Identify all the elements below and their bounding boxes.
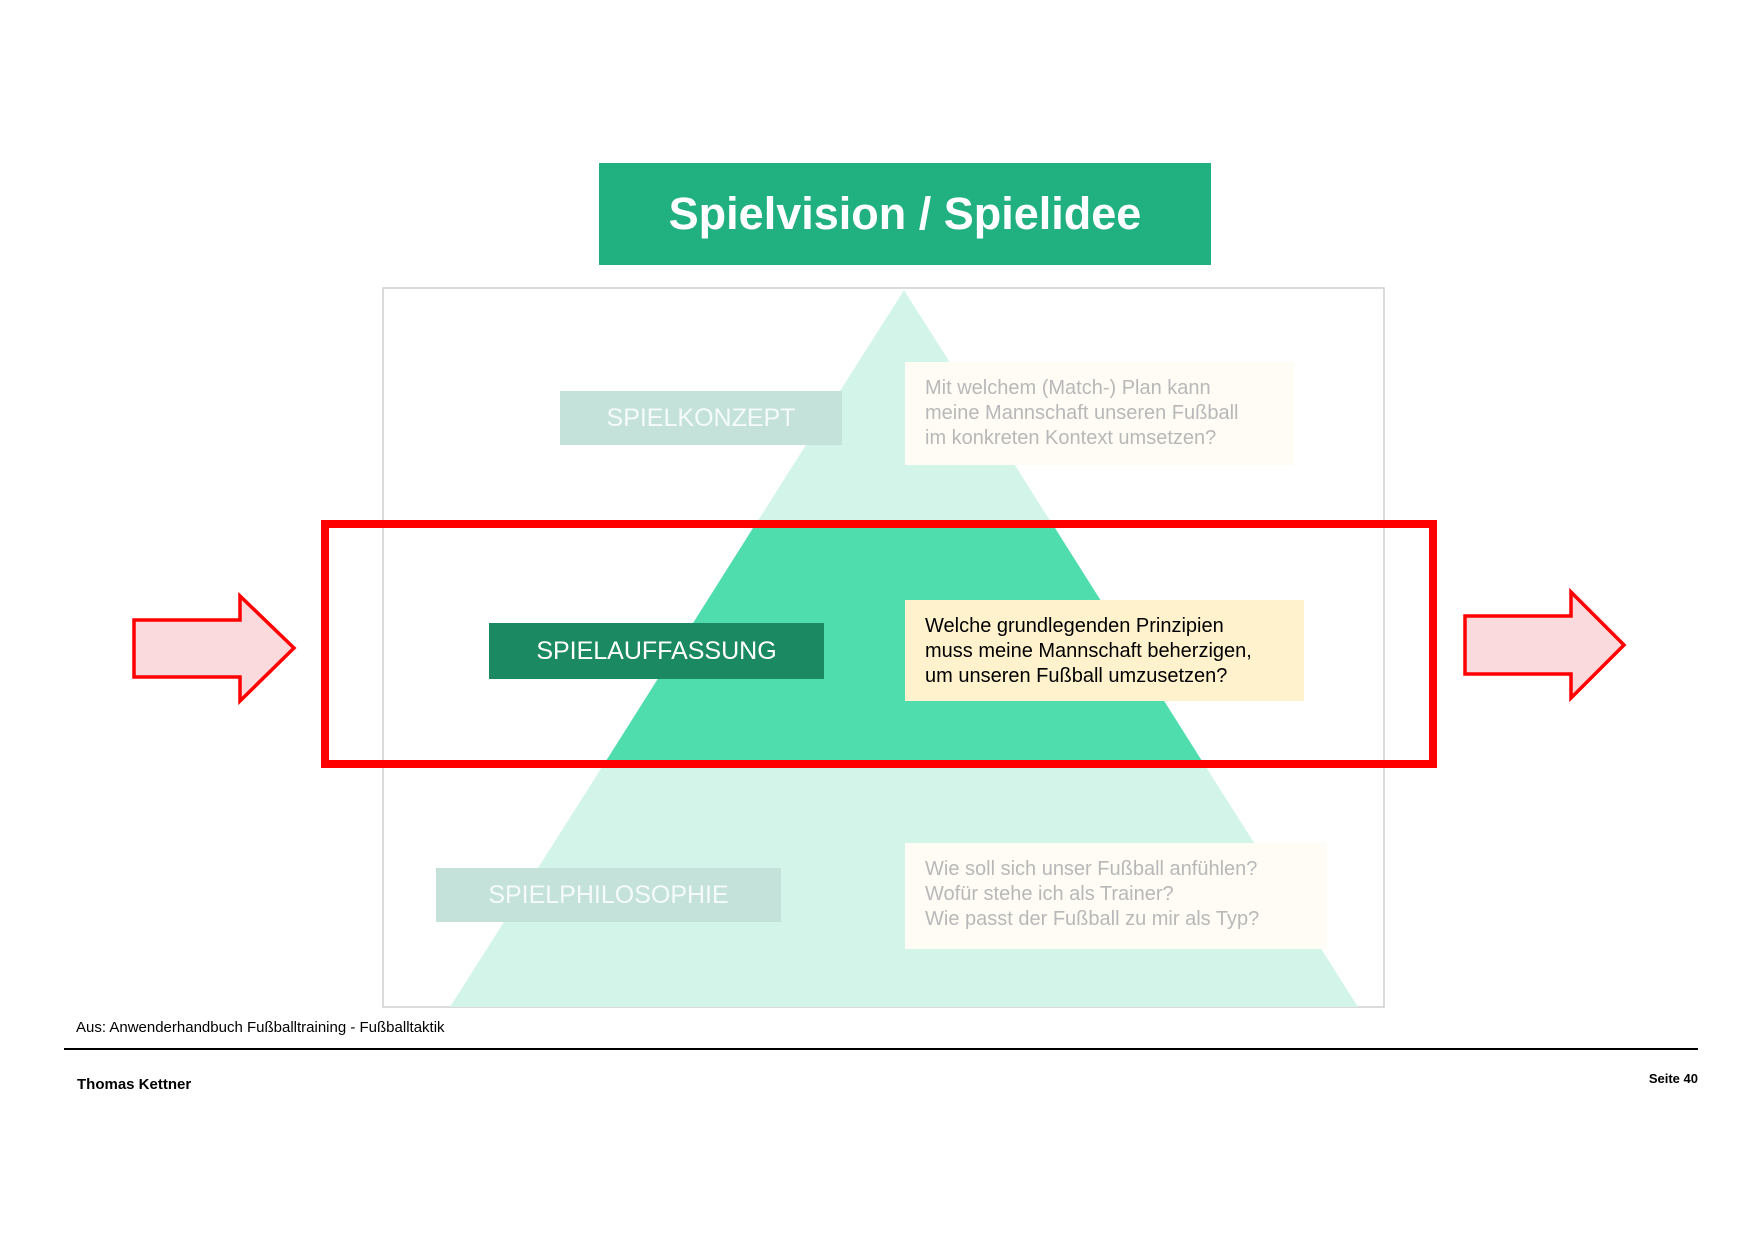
footer-author: Thomas Kettner [77, 1076, 192, 1093]
highlight-frame [321, 520, 1437, 768]
question-line: Wie soll sich unser Fußball anfühlen? [925, 858, 1258, 880]
question-line: Wie passt der Fußball zu mir als Typ? [925, 908, 1260, 930]
question-line: im konkreten Kontext umsetzen? [925, 427, 1217, 449]
left-arrow-icon [132, 591, 297, 706]
pyramid-active-band [606, 528, 1202, 761]
level-label-spielauffassung: SPIELAUFFASSUNG [489, 623, 824, 679]
footer-page-number: Seite 40 [1648, 1071, 1698, 1086]
question-line: meine Mannschaft unseren Fußball [925, 402, 1239, 424]
level-question-spielphilosophie: Wie soll sich unser Fußball anfühlen? Wo… [905, 843, 1327, 949]
level-label-spielkonzept: SPIELKONZEPT [560, 391, 842, 445]
question-line: Mit welchem (Match-) Plan kann [925, 377, 1211, 399]
question-line: Welche grundlegenden Prinzipien [925, 615, 1224, 637]
level-label-spielphilosophie: SPIELPHILOSOPHIE [436, 868, 781, 922]
right-arrow-icon [1463, 587, 1627, 703]
level-question-spielkonzept: Mit welchem (Match-) Plan kann meine Man… [905, 362, 1294, 465]
source-caption: Aus: Anwenderhandbuch Fußballtraining - … [76, 1019, 445, 1036]
question-line: muss meine Mannschaft beherzigen, [925, 640, 1252, 662]
level-question-spielauffassung: Welche grundlegenden Prinzipien muss mei… [905, 600, 1304, 701]
question-line: Wofür stehe ich als Trainer? [925, 883, 1174, 905]
question-line: um unseren Fußball umzusetzen? [925, 665, 1228, 687]
footer-divider [64, 1048, 1698, 1050]
diagram-title: Spielvision / Spielidee [599, 163, 1211, 265]
